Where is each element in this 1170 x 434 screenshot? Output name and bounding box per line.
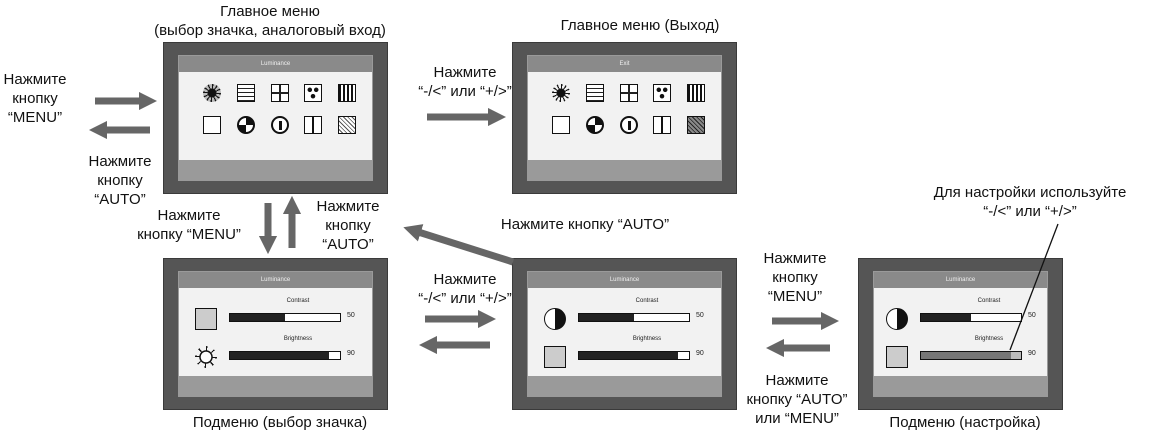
position-icon [619, 84, 638, 102]
contrast-label: Contrast [286, 298, 310, 304]
screen-title: Luminance [179, 56, 372, 72]
tracking-icon [338, 84, 356, 102]
image-setup-icon [585, 84, 604, 102]
brightness-fill [921, 352, 1011, 359]
press-auto-label-up: Нажмите кнопку “AUTO” [316, 198, 380, 253]
luminance-icon [552, 84, 570, 102]
brightness-label: Brightness [632, 336, 662, 342]
screen-bottom-bar [528, 160, 721, 180]
screen-title: Exit [528, 56, 721, 72]
language-icon [585, 116, 604, 134]
contrast-slider [920, 313, 1022, 322]
recall-icon [653, 116, 672, 134]
arrow-auto-diagonal [403, 224, 515, 266]
brightness-icon [195, 346, 217, 368]
exit-icon [338, 116, 356, 134]
submenu-select-brightness-screen: Luminance Contrast 50 Brightness 90 [512, 258, 737, 410]
screen-bottom-bar [179, 160, 372, 180]
slider-area: Contrast 50 Brightness 90 [195, 298, 362, 374]
contrast-fill [921, 314, 971, 321]
main-menu-caption: Главное меню (выбор значка, аналоговый в… [154, 3, 386, 39]
brightness-value: 90 [347, 350, 355, 357]
press-nav-label-top: Нажмите “-/<” или “+/>” [418, 64, 512, 100]
contrast-value: 50 [1028, 312, 1036, 319]
slider-area: Contrast 50 Brightness 90 [886, 298, 1037, 374]
slider-area: Contrast 50 Brightness 90 [544, 298, 711, 374]
recall-icon [304, 116, 323, 134]
exit-menu-caption: Главное меню (Выход) [560, 17, 720, 34]
press-auto-label-diag: Нажмите кнопку “AUTO” [500, 216, 670, 233]
brightness-label: Brightness [974, 336, 1004, 342]
contrast-value: 50 [696, 312, 704, 319]
exit-menu-screen: Exit [512, 42, 737, 194]
press-nav-label-mid: Нажмите “-/<” или “+/>” [418, 271, 512, 307]
adjust-hint-label: Для настройки используйте “-/<” или “+/>… [933, 184, 1127, 220]
press-menu-label-left: Нажмите кнопку “MENU” [3, 71, 67, 126]
information-icon [270, 116, 289, 134]
press-menu-label-down: Нажмите кнопку “MENU” [137, 207, 241, 243]
screen-title: Luminance [179, 272, 372, 288]
screen-bottom-bar [179, 376, 372, 396]
color-icon [304, 84, 323, 102]
submenu-adjust-caption: Подменю (настройка) [889, 414, 1041, 431]
luminance-icon [203, 84, 221, 102]
screen-title: Luminance [528, 272, 721, 288]
contrast-fill [579, 314, 634, 321]
screen-panel: Luminance Contrast 50 Brightness 90 [527, 271, 722, 397]
screen-panel: Luminance [178, 55, 373, 181]
screen-panel: Exit [527, 55, 722, 181]
icon-grid [552, 84, 705, 148]
contrast-label: Contrast [635, 298, 659, 304]
brightness-slider [920, 351, 1022, 360]
press-auto-or-menu-label: Нажмите кнопку “AUTO” или “MENU” [746, 372, 848, 427]
color-icon [653, 84, 672, 102]
contrast-slider [578, 313, 690, 322]
press-auto-label-left: Нажмите кнопку “AUTO” [88, 153, 152, 208]
submenu-select-caption: Подменю (выбор значка) [192, 414, 368, 431]
brightness-slider [229, 351, 341, 360]
position-icon [270, 84, 289, 102]
contrast-fill [230, 314, 285, 321]
screen-title: Luminance [874, 272, 1047, 288]
osd-icon [552, 116, 570, 134]
screen-panel: Luminance Contrast 50 Brightness 90 [178, 271, 373, 397]
contrast-value: 50 [347, 312, 355, 319]
icon-grid [203, 84, 356, 148]
submenu-adjust-screen: Luminance Contrast 50 Brightness 90 [858, 258, 1063, 410]
osd-icon [203, 116, 221, 134]
screen-panel: Luminance Contrast 50 Brightness 90 [873, 271, 1048, 397]
exit-icon [687, 116, 705, 134]
brightness-icon [544, 346, 566, 368]
image-setup-icon [236, 84, 255, 102]
contrast-icon [195, 308, 217, 330]
language-icon [236, 116, 255, 134]
submenu-select-screen: Luminance Contrast 50 Brightness 90 [163, 258, 388, 410]
tracking-icon [687, 84, 705, 102]
contrast-slider [229, 313, 341, 322]
press-menu-label-right: Нажмите кнопку “MENU” [763, 250, 827, 305]
screen-bottom-bar [874, 376, 1047, 396]
main-menu-screen: Luminance [163, 42, 388, 194]
information-icon [619, 116, 638, 134]
brightness-value: 90 [696, 350, 704, 357]
brightness-icon [886, 346, 908, 368]
brightness-fill [579, 352, 678, 359]
contrast-icon [886, 308, 908, 330]
contrast-icon [544, 308, 566, 330]
brightness-slider [578, 351, 690, 360]
brightness-fill [230, 352, 329, 359]
contrast-label: Contrast [977, 298, 1001, 304]
screen-bottom-bar [528, 376, 721, 396]
brightness-label: Brightness [283, 336, 313, 342]
brightness-value: 90 [1028, 350, 1036, 357]
